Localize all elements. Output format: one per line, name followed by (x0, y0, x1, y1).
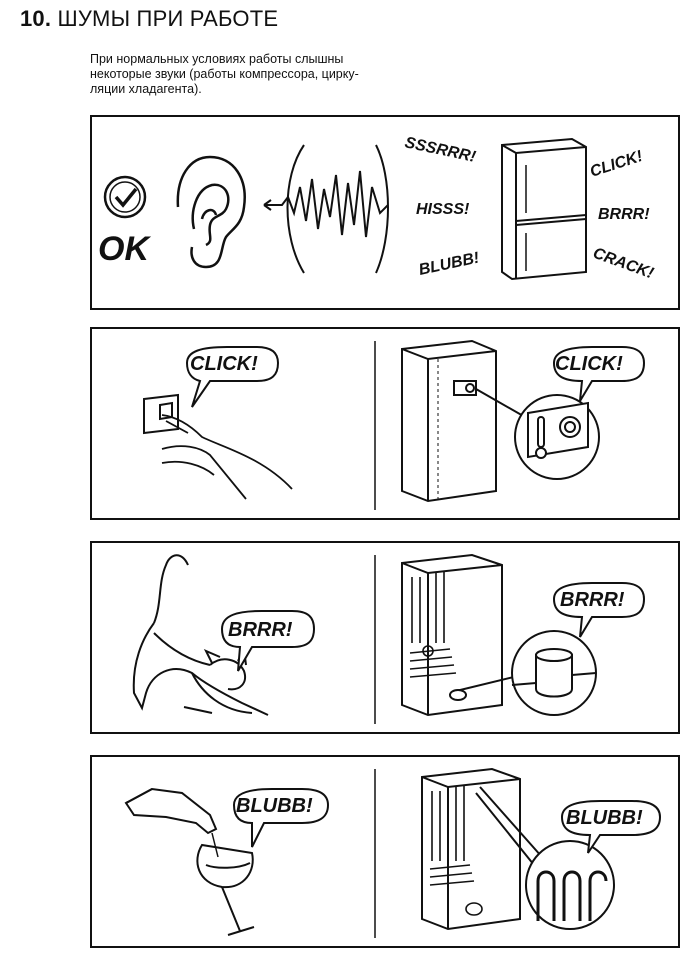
thermostat-icon (453, 380, 600, 480)
section-title: 10. ШУМЫ ПРИ РАБОТЕ (20, 6, 278, 32)
overview-illustration: OK SSSRRR! HISSS! BLUBB! CLICK! BRRR! CR… (98, 134, 657, 283)
panel-overview: OK SSSRRR! HISSS! BLUBB! CLICK! BRRR! CR… (90, 115, 680, 310)
brrr-illustration: BRRR! BRRR! (132, 553, 646, 724)
sound-word-crack: CRACK! (591, 245, 657, 283)
fridge-icon (401, 339, 497, 503)
sound-wave-icon (263, 144, 389, 274)
speech-bubble (560, 800, 662, 854)
intro-text: При нормальных условиях работы слышны не… (90, 52, 359, 96)
click-illustration: CLICK! CLICK! (143, 339, 646, 510)
section-number: 10. (20, 6, 52, 31)
speech-bubble (232, 788, 330, 848)
pipe-coil-icon (429, 785, 483, 916)
sound-word-blubb: BLUBB! (417, 249, 481, 279)
ear-icon (176, 155, 246, 269)
speech-bubble (552, 582, 646, 638)
blubb-illustration: BLUBB! BLUBB! (124, 767, 662, 938)
fridge-icon (421, 767, 521, 931)
left-bubble-text: BLUBB! (236, 795, 313, 817)
right-bubble-text: BLUBB! (566, 807, 643, 829)
left-bubble-text: CLICK! (190, 353, 258, 375)
ok-label: OK (98, 230, 151, 268)
speech-bubble (220, 610, 316, 672)
cat-icon (132, 554, 269, 716)
panel-click: CLICK! CLICK! (90, 327, 680, 520)
panel-blubb: BLUBB! BLUBB! (90, 755, 680, 948)
sound-word-sssrrr: SSSRRR! (403, 134, 478, 166)
checkmark-circle-icon (103, 175, 147, 219)
right-bubble-text: BRRR! (560, 589, 625, 611)
left-bubble-text: BRRR! (228, 619, 293, 641)
section-title-text: ШУМЫ ПРИ РАБОТЕ (57, 6, 279, 31)
light-switch-icon (143, 393, 179, 435)
fridge-icon (501, 137, 587, 281)
sound-word-brrr: BRRR! (598, 206, 650, 223)
sound-word-click: CLICK! (588, 148, 645, 181)
hand-icon (161, 414, 293, 500)
pipe-closeup-icon (475, 786, 615, 930)
sound-word-hisss: HISSS! (416, 201, 470, 218)
pipe-coil-icon (409, 571, 457, 678)
wine-bottle-icon (124, 787, 218, 835)
speech-bubble (552, 346, 646, 402)
speech-bubble (185, 346, 280, 408)
right-bubble-text: CLICK! (555, 353, 623, 375)
compressor-icon (449, 630, 597, 716)
panel-brrr: BRRR! BRRR! (90, 541, 680, 734)
wine-glass-icon (196, 832, 255, 936)
